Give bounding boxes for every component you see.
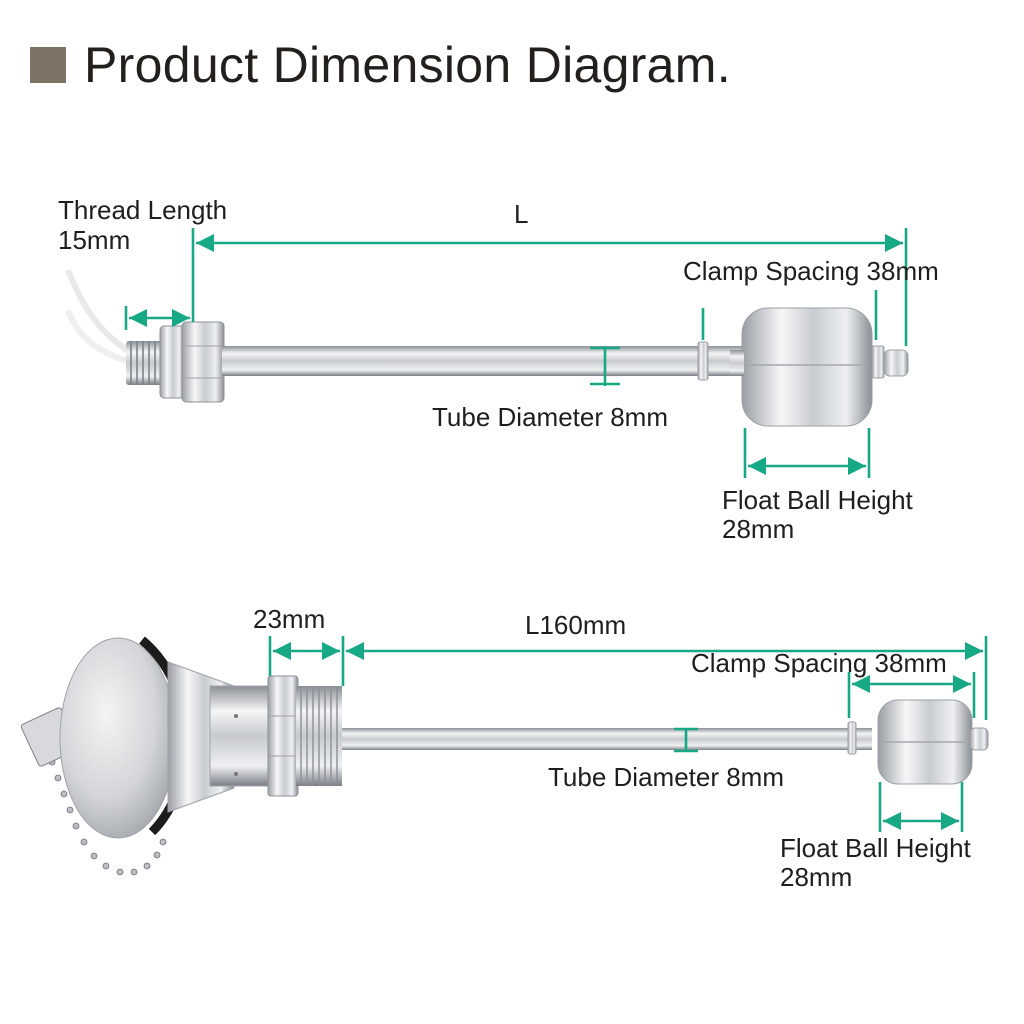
page-title: Product Dimension Diagram. [84, 37, 731, 93]
page-header: Product Dimension Diagram. [30, 36, 731, 94]
bottom-float-ball-value: 28mm [780, 862, 853, 892]
top-tube [222, 346, 742, 376]
top-float-ball [741, 307, 873, 427]
top-float-ball-value: 28mm [722, 514, 795, 544]
top-washer [159, 325, 185, 399]
bottom-dimension-lines [268, 636, 988, 832]
bottom-end-cap [969, 727, 989, 751]
top-tube-diameter-label: Tube Diameter 8mm [432, 402, 668, 432]
title-square-icon [30, 47, 66, 83]
top-end-cap [883, 349, 909, 377]
bottom-tube-diameter-label: Tube Diameter 8mm [548, 762, 784, 792]
bottom-hex-nut [267, 675, 299, 797]
top-thread-length-value: 15mm [58, 225, 131, 255]
top-clamp-spacing-label: Clamp Spacing 38mm [683, 256, 939, 286]
top-clamp [697, 341, 709, 381]
bottom-sensor [20, 636, 989, 876]
top-total-length-label: L [514, 199, 529, 229]
top-thread-length-label: Thread Length [58, 195, 228, 225]
top-sensor [65, 268, 909, 427]
top-float-ball-label: Float Ball Height [722, 485, 913, 515]
bottom-float-ball-label: Float Ball Height [780, 833, 971, 863]
top-hex-nut [181, 321, 225, 403]
bottom-clamp [847, 721, 857, 755]
top-dimension-lines [124, 228, 908, 478]
bottom-junction-cap [59, 637, 177, 839]
bottom-thread-length-value: 23mm [253, 604, 326, 634]
bottom-total-length-label: L160mm [525, 610, 627, 640]
top-thread [126, 341, 162, 385]
bottom-clamp-spacing-label: Clamp Spacing 38mm [691, 648, 947, 678]
bottom-tube [342, 728, 872, 750]
